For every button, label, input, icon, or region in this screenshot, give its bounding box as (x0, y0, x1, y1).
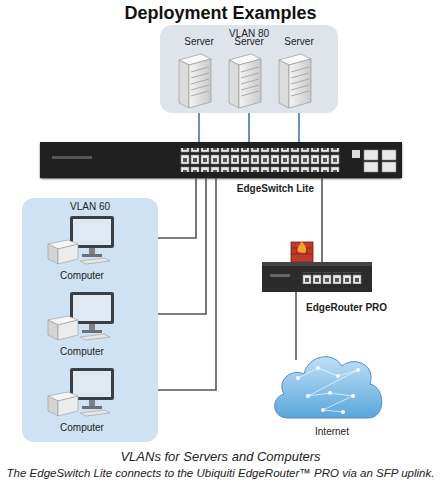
server-icon (221, 50, 269, 110)
server-box: Server (172, 36, 226, 110)
node-label: Server (222, 36, 276, 47)
switch-box: EdgeSwitch Lite (40, 142, 402, 178)
computer-box: Computer (40, 214, 124, 284)
computer-box: Computer (40, 366, 124, 436)
router-body (262, 262, 372, 292)
firewall-icon (290, 240, 314, 262)
cloud-shape (268, 338, 388, 424)
node-label: Computer (40, 422, 124, 433)
node-label: EdgeSwitch Lite (237, 183, 314, 194)
switch-ports (40, 142, 402, 178)
server-box: Server (222, 36, 276, 110)
node-label: VLAN 60 (22, 201, 158, 212)
computer-icon (44, 366, 116, 420)
node-label: Server (172, 36, 226, 47)
caption-note: The EdgeSwitch Lite connects to the Ubiq… (0, 467, 441, 479)
node-label: Computer (40, 346, 124, 357)
vlan-band: VLAN 80ServerServerServer (160, 25, 338, 113)
computer-box: Computer (40, 290, 124, 360)
node-label: Internet (268, 426, 396, 437)
server-icon (271, 50, 319, 110)
network-cable (298, 108, 300, 142)
vlan-band: VLAN 60ComputerComputerComputer (22, 198, 158, 442)
internet-cloud: Internet (268, 338, 396, 440)
server-box: Server (272, 36, 326, 110)
diagram-title: Deployment Examples (0, 3, 441, 24)
diagram-caption: VLANs for Servers and Computers (0, 449, 441, 464)
node-label: Server (272, 36, 326, 47)
computer-icon (44, 214, 116, 268)
node-label: Computer (40, 270, 124, 281)
server-icon (171, 50, 219, 110)
network-cable (248, 108, 250, 142)
network-cable (198, 108, 200, 142)
router-box: EdgeRouter PRO (262, 262, 372, 292)
computer-icon (44, 290, 116, 344)
network-cable (321, 178, 323, 262)
node-label: EdgeRouter PRO (306, 302, 387, 313)
network-cable (295, 292, 297, 360)
